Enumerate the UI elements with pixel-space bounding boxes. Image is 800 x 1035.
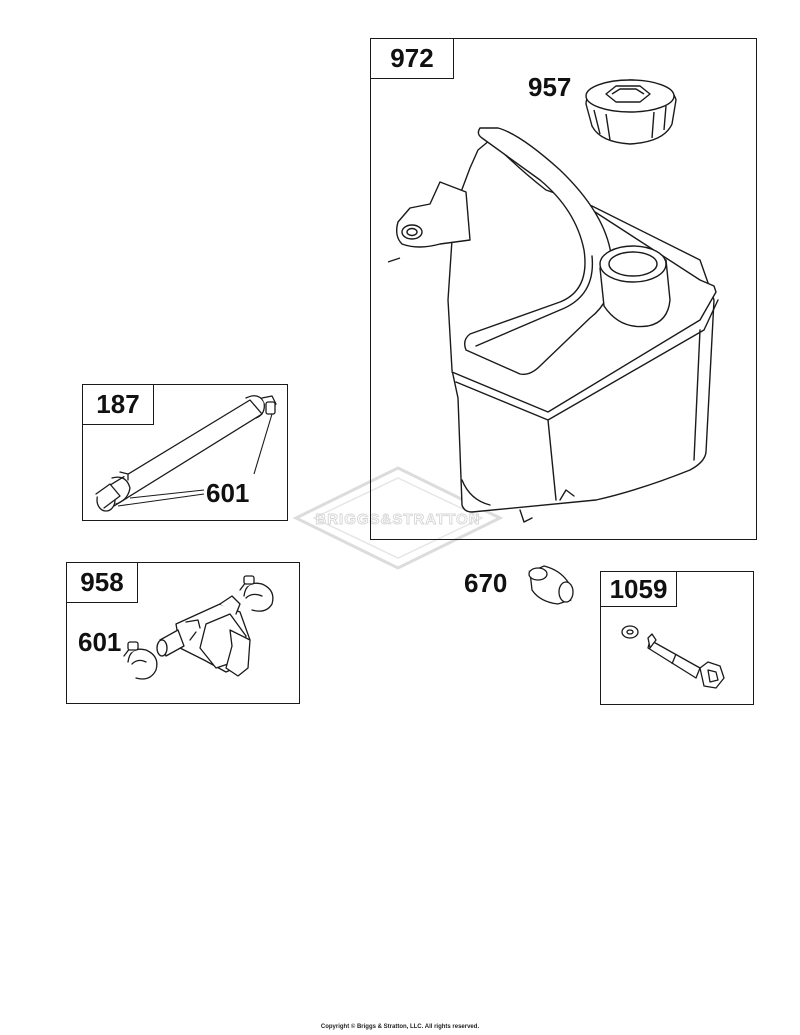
fuel-line-leader-3 (253, 413, 273, 475)
fuel-tank-panel: 972 (370, 38, 757, 540)
fuel-cap-callout[interactable]: 957 (528, 72, 572, 102)
fuel-tank-saddle (463, 127, 613, 376)
spacer-callout[interactable]: 670 (464, 568, 508, 598)
bolt-hex-head (699, 661, 725, 689)
fuel-line-part-number[interactable]: 187 (82, 384, 154, 425)
fuel-line-clamp-callout[interactable]: 601 (206, 478, 250, 508)
watermark-brand-text: BRIGGS&STRATTON (315, 511, 480, 528)
shutoff-valve-clamp-callout[interactable]: 601 (78, 627, 122, 657)
bolt-part-number[interactable]: 1059 (600, 571, 677, 607)
fuel-cap-drawing (585, 79, 677, 145)
shutoff-valve-panel: 958 (66, 562, 300, 704)
fuel-line-leader-2 (117, 493, 205, 507)
fuel-tank-part-number[interactable]: 972 (370, 38, 454, 79)
shutoff-valve-part-number[interactable]: 958 (66, 562, 138, 603)
bolt-panel: 1059 (600, 571, 754, 705)
valve-lever (225, 629, 251, 677)
copyright-notice: Copyright © Briggs & Stratton, LLC. All … (320, 1024, 480, 1030)
fuel-line-panel: 187 (82, 384, 288, 521)
fuel-line-leader-1 (129, 489, 205, 499)
fuel-line-clamp-left (111, 476, 131, 505)
